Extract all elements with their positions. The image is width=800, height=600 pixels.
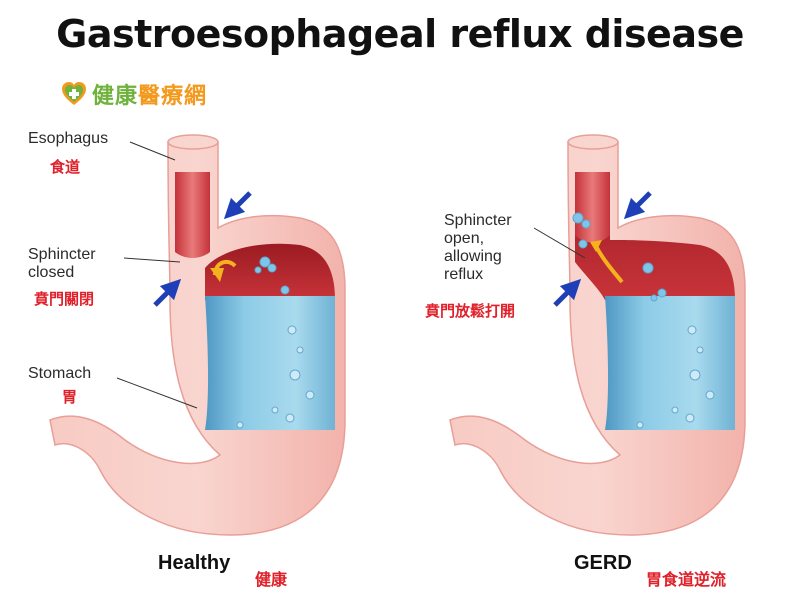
logo-text-orange: 醫療網 <box>138 84 208 109</box>
page-title: Gastroesophageal reflux disease <box>56 12 744 56</box>
gerd-reflux-arrowhead <box>590 240 602 252</box>
gerd-esophagus-lumen <box>575 172 610 243</box>
gerd-reflux-arrow <box>594 245 624 284</box>
logo-text: 健康醫療網 <box>92 78 207 110</box>
healthy-sphincter-label: Sphincter closed <box>28 246 96 281</box>
gerd-esophagus-opening <box>567 134 619 150</box>
healthy-tissue <box>49 141 346 536</box>
gerd-caption-zh: 胃食道逆流 <box>646 570 727 589</box>
gerd-stomach <box>449 134 746 536</box>
gerd-caption: GERD <box>574 552 632 574</box>
healthy-pressure-arrow-bottom <box>153 278 182 307</box>
gerd-acid-bubbles <box>572 212 715 429</box>
healthy-stomach-acid <box>205 296 335 430</box>
gerd-tissue <box>449 141 746 536</box>
healthy-esophagus-opening <box>167 134 219 150</box>
healthy-acid-bubbles <box>236 256 315 429</box>
gerd-pressure-arrow-top <box>623 191 652 220</box>
gerd-open-lumen <box>575 172 735 300</box>
healthy-stomach <box>49 134 346 536</box>
gerd-stomach-acid <box>605 296 735 430</box>
stomach-label-zh: 胃 <box>62 388 78 406</box>
healthy-caption: Healthy <box>158 552 231 574</box>
stomach-leader <box>116 377 198 409</box>
healthy-caption-zh: 健康 <box>255 570 288 589</box>
gerd-sphincter-label: Sphincter open, allowing reflux <box>444 212 512 283</box>
gerd-sphincter-label-zh: 賁門放鬆打開 <box>425 302 516 320</box>
healthy-esophagus-lumen <box>175 172 210 258</box>
healthy-pressure-arrow-top <box>223 191 252 220</box>
site-logo: 健康醫療網 <box>60 78 207 110</box>
healthy-acid-blocked-arrowhead <box>210 268 224 282</box>
esophagus-leader <box>129 141 176 161</box>
gerd-sphincter-leader <box>533 227 586 259</box>
stomach-label: Stomach <box>28 365 92 382</box>
esophagus-label: Esophagus <box>28 130 109 147</box>
logo-text-green: 健康 <box>92 84 139 109</box>
health-cross-heart-icon <box>62 82 86 105</box>
esophagus-label-zh: 食道 <box>50 158 81 176</box>
healthy-sphincter-leader <box>123 257 181 263</box>
gerd-pressure-arrow-bottom <box>553 278 582 307</box>
healthy-sphincter-label-zh: 賁門關閉 <box>34 290 95 308</box>
